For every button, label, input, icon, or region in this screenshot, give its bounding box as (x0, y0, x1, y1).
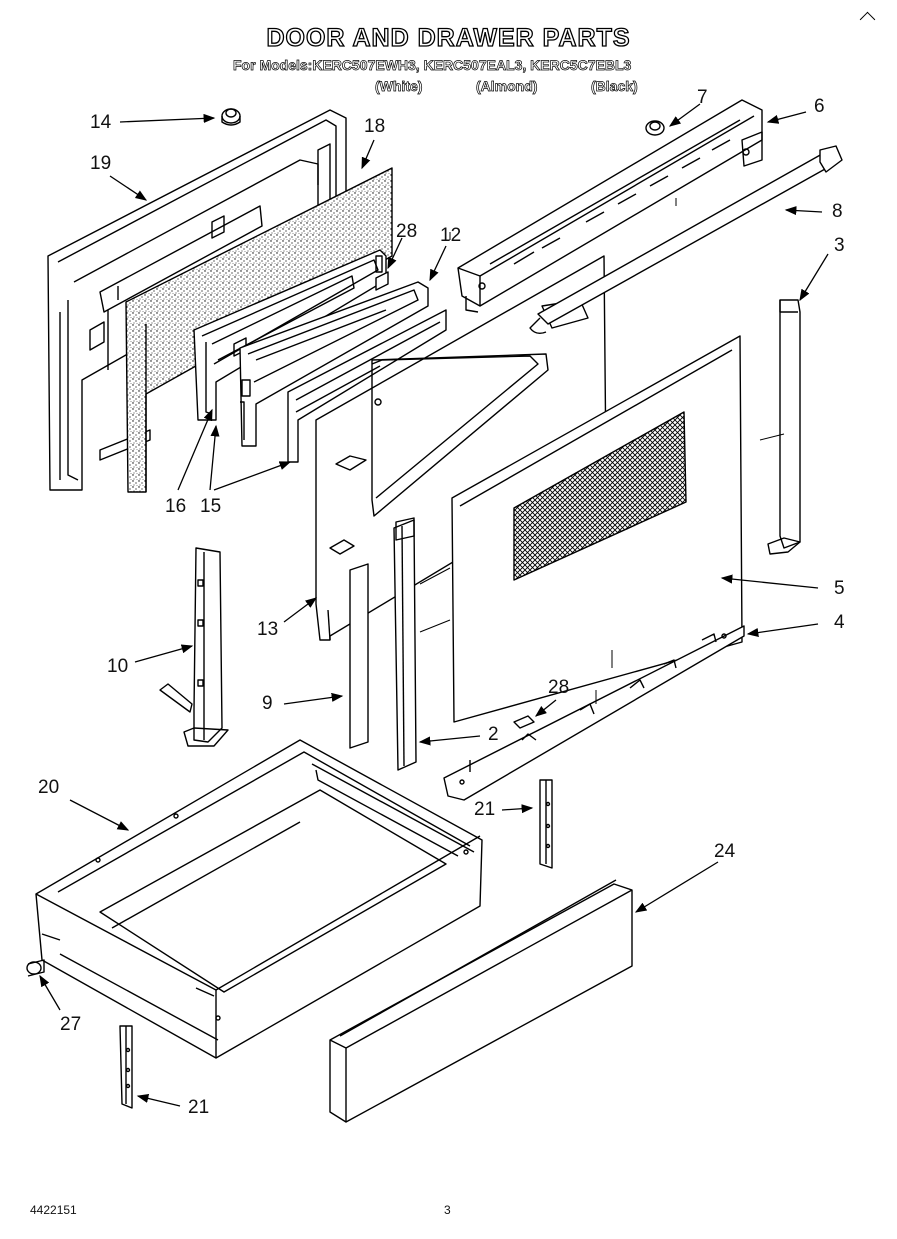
callout-27: 27 (60, 1014, 82, 1035)
part-27-screw (26, 959, 45, 977)
callout-3: 3 (834, 235, 845, 256)
part-24-drawer-front (329, 879, 633, 1123)
callout-21: 21 (474, 799, 496, 820)
part-2-channel (393, 517, 417, 771)
part-9-strip (349, 563, 369, 749)
callout-7: 7 (697, 87, 708, 108)
footer-page-number: 3 (444, 1203, 451, 1217)
models-line: For Models:KERC507EWH3, KERC507EAL3, KER… (233, 57, 632, 74)
callout-9: 9 (262, 693, 273, 714)
callout-20: 20 (38, 777, 60, 798)
part-5-outer-door-glass (451, 335, 743, 723)
callout-15: 15 (200, 496, 222, 517)
part-21-bracket-upper (539, 779, 553, 869)
variant-black: (Black) (591, 78, 638, 95)
footer-part-number: 4422151 (30, 1203, 77, 1217)
callout-24: 24 (714, 841, 736, 862)
part-20-drawer (35, 739, 483, 1059)
callout-16: 16 (165, 496, 187, 517)
callout-8: 8 (832, 201, 843, 222)
part-10-hinge (159, 547, 229, 747)
callout-28-b: 28 (548, 677, 570, 698)
variant-almond: (Almond) (476, 78, 538, 95)
part-6-door-trim (457, 99, 763, 313)
page-title: DOOR AND DRAWER PARTS (266, 23, 631, 52)
part-28-clip (375, 271, 389, 291)
part-14-bumper (221, 108, 241, 126)
callout-19: 19 (90, 153, 112, 174)
callout-10: 10 (107, 656, 129, 677)
variant-white: (White) (375, 78, 423, 95)
callout-4: 4 (834, 612, 845, 633)
callout-21-b: 21 (188, 1097, 210, 1118)
callout-18: 18 (364, 116, 386, 137)
callout-13: 13 (257, 619, 279, 640)
part-4-bottom-trim (443, 625, 745, 801)
part-21-bracket-lower (119, 1025, 133, 1109)
part-8-door-handle (529, 145, 843, 335)
callout-12: 12 (440, 225, 462, 246)
part-15-glass (239, 281, 429, 447)
callout-5: 5 (834, 578, 845, 599)
callout-14: 14 (90, 112, 112, 133)
callout-28: 28 (396, 221, 418, 242)
part-28-clip-small (513, 715, 535, 729)
part-3-side-trim (767, 299, 801, 555)
callout-2: 2 (488, 724, 499, 745)
part-7-handle-cap (645, 120, 665, 136)
callout-6: 6 (814, 96, 825, 117)
